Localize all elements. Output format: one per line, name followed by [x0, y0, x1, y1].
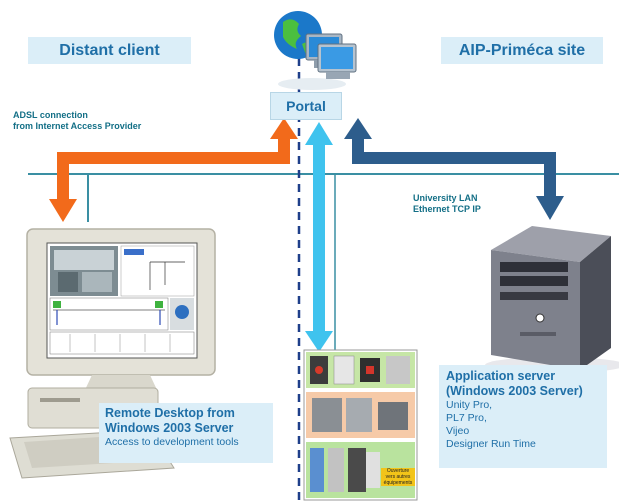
app-server-title-line-2: (Windows 2003 Server): [446, 384, 583, 398]
remote-desktop-title-line-1: Remote Desktop from: [105, 406, 235, 420]
app-server-item: PL7 Pro,: [446, 412, 487, 424]
adsl-line-2: from Internet Access Provider: [13, 121, 142, 131]
globe-network-icon: [274, 11, 357, 90]
application-server-panel: Application server (Windows 2003 Server)…: [439, 365, 607, 468]
lan-line-2: Ethernet TCP IP: [413, 204, 481, 214]
server-tower-image: [485, 226, 619, 373]
university-lan-note: University LAN Ethernet TCP IP: [413, 193, 481, 215]
navy-arrow: [344, 118, 564, 220]
cyan-arrow: [305, 122, 333, 352]
app-server-title-line-1: Application server: [446, 369, 556, 383]
portal-label: Portal: [270, 92, 342, 120]
aip-primeca-site-label: AIP-Priméca site: [441, 37, 603, 64]
remote-desktop-title-line-2: Windows 2003 Server: [105, 421, 234, 435]
remote-desktop-panel: Remote Desktop from Windows 2003 Server …: [99, 403, 273, 463]
distant-client-label: Distant client: [28, 37, 191, 64]
app-server-item: Unity Pro,: [446, 399, 493, 411]
adsl-connection-note: ADSL connection from Internet Access Pro…: [13, 110, 141, 132]
equipment-sign-line-1: Ouverture: [386, 468, 410, 474]
equipment-sign: Ouverture vers autres équipements: [381, 468, 415, 486]
remote-desktop-subtitle: Access to development tools: [105, 436, 239, 448]
equipment-collage-image: [303, 349, 418, 501]
equipment-sign-line-3: équipements: [383, 480, 413, 486]
adsl-line-1: ADSL connection: [13, 110, 88, 120]
app-server-item: Vijeo: [446, 425, 470, 437]
app-server-item: Designer Run Time: [446, 438, 536, 450]
equipment-sign-line-2: vers autres: [385, 474, 411, 480]
orange-arrow: [49, 118, 298, 222]
lan-line-1: University LAN: [413, 193, 478, 203]
